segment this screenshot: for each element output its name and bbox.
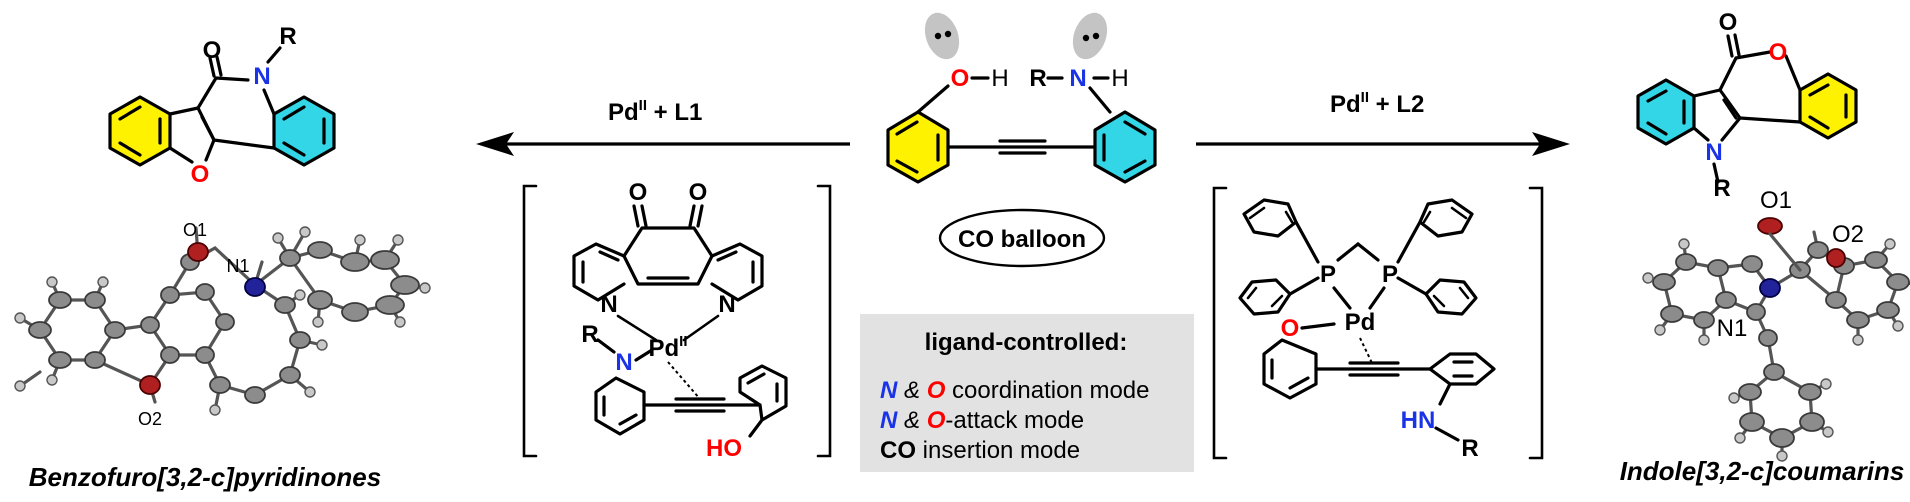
left-product-structure: O N R O — [108, 23, 336, 188]
substrate-h-n: H — [1111, 65, 1128, 92]
left-intermediate: O O N N PdII R N — [522, 179, 832, 462]
info-box-title: ligand-controlled: — [925, 329, 1128, 356]
co-balloon — [938, 208, 1106, 268]
co-balloon-label: CO balloon — [958, 226, 1086, 253]
right-crystal-structure: O1 O2 N1 — [1642, 187, 1910, 462]
left-reaction-arrow: PdII + L1 — [476, 97, 850, 156]
right-int-hn: HN — [1401, 407, 1436, 434]
left-int-n1: N — [600, 291, 617, 318]
left-crystal-n1-label: N1 — [226, 256, 249, 276]
left-int-o1: O — [629, 179, 648, 206]
right-int-r: R — [1461, 435, 1478, 462]
right-reaction-arrow: PdII + L2 — [1196, 89, 1570, 156]
right-product-ring-o: O — [1769, 39, 1788, 66]
substrate-structure: O H R N H — [886, 12, 1157, 184]
right-product-name: Indole[3,2-c]coumarins — [1620, 456, 1905, 486]
info-box-line2: N & O-attack mode — [880, 407, 1084, 434]
right-int-pd: Pd — [1345, 309, 1376, 336]
left-crystal-o2-label: O2 — [138, 409, 162, 429]
left-product-ring-o: O — [191, 161, 210, 188]
right-product-carbonyl-o: O — [1719, 9, 1738, 36]
right-product-r: R — [1713, 175, 1730, 202]
right-int-p1: P — [1320, 261, 1336, 288]
substrate-o: O — [951, 65, 970, 92]
substrate-n: N — [1069, 65, 1086, 92]
left-crystal-o1-label: O1 — [183, 220, 207, 240]
left-product-r: R — [279, 23, 296, 50]
left-int-pd: PdII — [648, 333, 687, 362]
left-int-r: R — [581, 321, 598, 348]
info-box-line3: CO insertion mode — [880, 437, 1080, 464]
left-crystal-structure: O1 N1 O2 — [14, 220, 431, 429]
right-arrow-reagent: PdII + L2 — [1330, 89, 1424, 118]
info-box-line1: N & O coordination mode — [880, 377, 1150, 404]
right-product-n: N — [1705, 139, 1722, 166]
right-crystal-o1-label: O1 — [1760, 187, 1792, 214]
right-intermediate: P P Pd O HN R — [1212, 186, 1544, 462]
left-product-name: Benzofuro[3,2-c]pyridinones — [29, 462, 381, 492]
left-int-n-amide: N — [615, 349, 632, 376]
right-crystal-n1-label: N1 — [1717, 315, 1748, 342]
right-crystal-o2-label: O2 — [1832, 221, 1864, 248]
info-box-background — [860, 314, 1194, 472]
left-int-n2: N — [718, 291, 735, 318]
right-product-structure: O O N R — [1636, 9, 1858, 202]
left-product-carbonyl-o: O — [203, 37, 222, 64]
ligand-control-info-box: ligand-controlled: N & O coordination mo… — [860, 314, 1194, 472]
right-int-o: O — [1281, 315, 1300, 342]
right-int-p2: P — [1382, 261, 1398, 288]
substrate-r: R — [1029, 65, 1046, 92]
left-product-n: N — [253, 63, 270, 90]
left-int-ho: HO — [706, 435, 742, 462]
substrate-h-o: H — [991, 65, 1008, 92]
left-arrow-reagent: PdII + L1 — [608, 97, 702, 126]
left-int-o2: O — [689, 179, 708, 206]
